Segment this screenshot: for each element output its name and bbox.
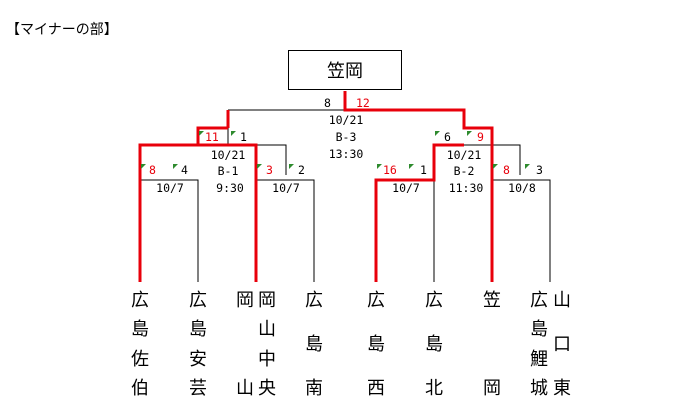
flag-icon — [493, 164, 498, 169]
team-char: 安 — [189, 348, 207, 370]
team-char: 南 — [305, 378, 323, 399]
final-right-score: 12 — [356, 96, 370, 110]
right-semi-top-score: 6 — [444, 130, 451, 144]
q4-date: 10/8 — [508, 181, 536, 195]
q3-right-score: 1 — [420, 163, 427, 177]
flag-icon — [377, 164, 382, 169]
flag-icon — [173, 164, 178, 169]
team-char: 伯 — [131, 377, 149, 399]
team-yamaguchi-higashi: 山 口 東 — [551, 290, 573, 400]
q2-right-score: 2 — [298, 163, 305, 177]
flag-icon — [435, 131, 440, 136]
flag-icon — [199, 131, 204, 136]
q2-bar — [256, 179, 315, 282]
q4-left-score: 8 — [503, 163, 510, 177]
team-hiroshima-nishi: 広 島 西 — [365, 290, 387, 400]
left-semi-time: 9:30 — [216, 181, 244, 195]
right-semi-red — [374, 143, 464, 282]
team-char: 城 — [530, 377, 548, 399]
right-semi-date: 10/21 — [446, 148, 482, 162]
team-char: 島 — [425, 334, 443, 355]
q3-bar — [376, 179, 435, 282]
team-char: 広 — [131, 290, 149, 311]
team-char: 島 — [530, 319, 548, 341]
team-hiroshima-rijo: 広 島 鯉 城 — [528, 290, 550, 400]
q1-date: 10/7 — [156, 181, 184, 195]
team-char: 山 — [236, 378, 254, 399]
left-semi-top-score: 11 — [205, 130, 219, 144]
q1-bar — [140, 179, 199, 282]
section-title: 【マイナーの部】 — [6, 22, 118, 38]
q2-date: 10/7 — [272, 181, 300, 195]
team-char: 広 — [189, 290, 207, 311]
flag-icon — [231, 131, 236, 136]
champion-box: 笠岡 — [288, 50, 402, 90]
team-hiroshima-minami: 広 島 南 — [303, 290, 325, 400]
team-okayama-chuo: 岡 山 中 央 — [256, 290, 278, 400]
left-semi-date: 10/21 — [210, 148, 246, 162]
team-char: 佐 — [131, 348, 149, 370]
final-left-score: 8 — [324, 96, 331, 110]
team-char: 笠 — [483, 290, 501, 311]
q1-right-score: 4 — [181, 163, 188, 177]
team-hiroshima-saeki: 広 島 佐 伯 — [129, 290, 151, 400]
team-char: 東 — [553, 378, 571, 399]
flag-icon — [257, 164, 262, 169]
team-char: 岡 — [258, 290, 276, 311]
team-hiroshima-kita: 広 島 北 — [423, 290, 445, 400]
left-semi-bottom-score: 1 — [240, 130, 247, 144]
left-semi-venue: B-1 — [217, 164, 239, 178]
team-char: 芸 — [189, 377, 207, 399]
flag-icon — [525, 164, 530, 169]
team-char: 広 — [367, 290, 385, 311]
team-okayama: 岡 山 — [234, 290, 256, 400]
team-hiroshima-aki: 広 島 安 芸 — [187, 290, 209, 400]
flag-icon — [141, 164, 146, 169]
q3-date: 10/7 — [392, 181, 420, 195]
team-char: 広 — [425, 290, 443, 311]
final-venue: B-3 — [335, 130, 357, 144]
flag-icon — [289, 164, 294, 169]
right-semi-venue: B-2 — [453, 164, 475, 178]
team-char: 島 — [367, 334, 385, 355]
final-date: 10/21 — [328, 113, 364, 127]
q2-left-score: 3 — [266, 163, 273, 177]
team-char: 西 — [367, 378, 385, 399]
team-char: 山 — [553, 290, 571, 311]
flag-markers — [141, 131, 530, 169]
team-char: 岡 — [236, 290, 254, 311]
q3-left-score: 16 — [383, 163, 397, 177]
flag-icon — [467, 131, 472, 136]
right-semi-time: 11:30 — [448, 181, 484, 195]
q4-right-score: 3 — [536, 163, 543, 177]
team-char: 島 — [131, 319, 149, 341]
final-time: 13:30 — [328, 147, 364, 161]
left-semi-red — [198, 143, 258, 282]
team-char: 央 — [258, 377, 276, 399]
team-kasaoka: 笠 岡 — [481, 290, 503, 400]
bracket-winner-lines — [138, 91, 494, 282]
team-char: 広 — [530, 290, 548, 311]
team-char: 広 — [305, 290, 323, 311]
team-char: 中 — [258, 348, 276, 370]
team-char: 北 — [425, 378, 443, 399]
team-char: 島 — [305, 334, 323, 355]
team-char: 鯉 — [530, 348, 548, 370]
team-char: 岡 — [483, 378, 501, 399]
flag-icon — [409, 164, 414, 169]
team-char: 山 — [258, 319, 276, 341]
champion-name: 笠岡 — [327, 61, 363, 82]
team-char: 島 — [189, 319, 207, 341]
champion-path — [343, 91, 494, 282]
right-semi-bottom-score: 9 — [477, 130, 484, 144]
q1-left-score: 8 — [149, 163, 156, 177]
q4-bar — [492, 179, 551, 282]
team-char: 口 — [553, 334, 571, 355]
